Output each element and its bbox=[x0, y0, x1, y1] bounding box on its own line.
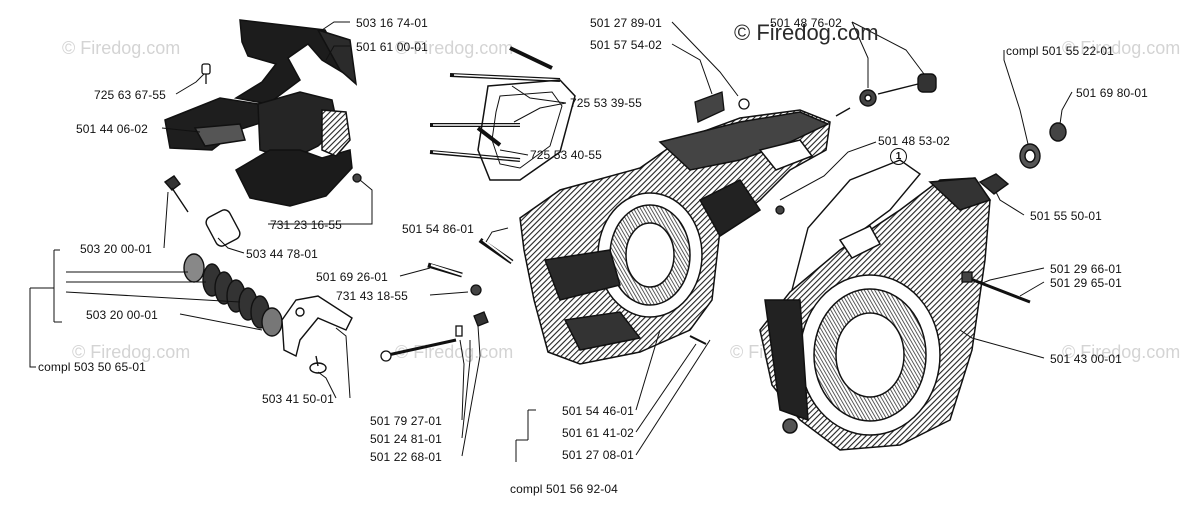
callout-marker: 1 bbox=[890, 148, 907, 165]
bolts-and-plate bbox=[429, 46, 576, 181]
part-label: 501 55 50-01 bbox=[1030, 209, 1102, 223]
part-label: 501 27 08-01 bbox=[562, 448, 634, 462]
part-label: 501 79 27-01 bbox=[370, 414, 442, 428]
part-label: 725 63 67-55 bbox=[94, 88, 166, 102]
part-label: 501 24 81-01 bbox=[370, 432, 442, 446]
part-label: 503 20 00-01 bbox=[86, 308, 158, 322]
plug-and-seal bbox=[835, 73, 937, 117]
part-label: 501 29 65-01 bbox=[1050, 276, 1122, 290]
crankcase-left-half bbox=[519, 109, 831, 365]
part-label: 725 53 40-55 bbox=[530, 148, 602, 162]
bracket-part bbox=[694, 91, 750, 123]
part-label: 503 16 74-01 bbox=[356, 16, 428, 30]
part-label: 501 69 80-01 bbox=[1076, 86, 1148, 100]
part-label: 501 43 00-01 bbox=[1050, 352, 1122, 366]
part-label: 501 27 89-01 bbox=[590, 16, 662, 30]
part-label: 501 48 76-02 bbox=[770, 16, 842, 30]
part-label: compl 501 56 92-04 bbox=[510, 482, 618, 496]
part-label: 501 44 06-02 bbox=[76, 122, 148, 136]
part-label: 731 23 16-55 bbox=[270, 218, 342, 232]
part-label: 503 41 50-01 bbox=[262, 392, 334, 406]
part-label: 501 61 41-02 bbox=[562, 426, 634, 440]
part-label: compl 503 50 65-01 bbox=[38, 360, 146, 374]
copyright-text: © Firedog.com bbox=[734, 20, 879, 45]
damper-assembly bbox=[163, 175, 353, 374]
watermark: © Firedog.com bbox=[72, 342, 191, 362]
screw-part bbox=[201, 63, 362, 183]
watermark: © Firedog.com bbox=[1062, 38, 1180, 58]
part-label: compl 501 55 22-01 bbox=[1006, 44, 1114, 58]
part-label: 725 53 39-55 bbox=[570, 96, 642, 110]
seal-and-damper-right bbox=[978, 122, 1067, 195]
part-label: 501 57 54-02 bbox=[590, 38, 662, 52]
leader-lines bbox=[29, 21, 1073, 462]
part-label: 501 54 46-01 bbox=[562, 404, 634, 418]
part-label: 503 20 00-01 bbox=[80, 242, 152, 256]
part-label: 501 61 00-01 bbox=[356, 40, 428, 54]
watermark: © Firedog.com bbox=[395, 38, 514, 58]
part-label: 501 69 26-01 bbox=[316, 270, 388, 284]
shroud-part bbox=[164, 19, 358, 207]
part-label: 501 48 53-02 bbox=[878, 134, 950, 148]
part-label: 501 22 68-01 bbox=[370, 450, 442, 464]
part-label: 731 43 18-55 bbox=[336, 289, 408, 303]
long-bolt-right bbox=[961, 271, 1031, 304]
crankcase-right-half bbox=[759, 177, 992, 451]
part-label: 501 29 66-01 bbox=[1050, 262, 1122, 276]
part-label: 501 54 86-01 bbox=[402, 222, 474, 236]
watermark: © Firedog.com bbox=[62, 38, 181, 58]
center-bolts bbox=[380, 205, 785, 362]
part-label: 503 44 78-01 bbox=[246, 247, 318, 261]
watermark: © Firedog.com bbox=[1062, 342, 1180, 362]
